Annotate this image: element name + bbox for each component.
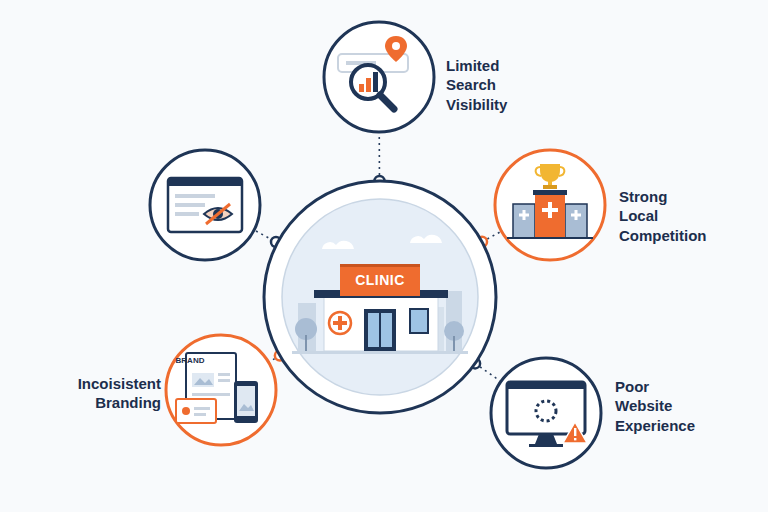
trophy-icon-part [565,204,587,238]
circle-outline [322,20,436,134]
clinic-icon-part [329,312,351,334]
brand-icon-part [194,413,206,416]
trophy-icon-part [543,185,557,189]
problem-circle: Poor Website Experience [489,356,603,470]
search-icon-part [366,78,371,92]
clinic-icon-part [381,313,392,347]
problem-label: Strong Local Competition [619,187,706,246]
trophy-icon-part [513,204,535,238]
trophy-icon-part [535,192,565,238]
web-icon [507,382,587,447]
eye-icon-circle-part [168,178,242,232]
brand-icon-part [192,393,230,396]
clinic-icon-part [340,264,420,267]
brand-icon-part [234,381,258,423]
sign-text: CLINIC [355,271,405,289]
eye-icon-circle-part [175,194,215,198]
problem-circle: Limited Search Visibility [322,20,436,134]
web-icon-part [535,434,557,444]
eye-icon-circle [150,150,260,260]
brand-icon-part [182,407,190,415]
circle-outline-part [495,150,605,260]
clinic-icon-part [324,297,438,351]
problem-label: Incoisistent Branding [29,374,161,413]
trophy-icon-part [507,237,593,239]
trophy-icon-part [540,164,560,182]
trophy-icon-part [536,167,565,176]
clinic-icon-part [333,316,347,330]
circle-outline-part [324,22,434,132]
clinic-icon-part [340,264,420,296]
web-icon-part [574,428,576,436]
clinic-icon-part [322,241,354,249]
web-icon-part [529,444,563,447]
problem-label: Limited Search Visibility [446,56,507,115]
web-icon-part [507,382,585,389]
search-icon [338,36,408,109]
problem-circle: Incoisistent Branding [164,333,278,447]
connector-line [378,133,380,181]
clinic-icon-part [410,309,428,333]
clinic-icon-part [292,351,468,354]
web-icon-part [574,438,576,440]
circle-outline [262,179,498,415]
brand-icon-part [218,379,230,382]
clinic-icon-part [282,199,478,395]
search-icon-part [380,95,394,109]
brand-icon-part [176,399,216,423]
trophy-icon-part [542,202,558,218]
problem-circle: Strong Local Competition [493,148,607,262]
brand-word: BRAND [176,356,205,365]
eye-icon-circle-part [150,150,260,260]
circle-outline [164,333,278,447]
clinic-icon-part [368,313,379,347]
eye-icon-circle-part [175,212,199,216]
trophy-icon-part [571,210,581,220]
circle-outline [493,148,607,262]
problem-label: Poor Website Experience [615,377,695,436]
brand-icon-part [194,407,210,410]
web-icon-part [563,422,587,443]
circle-outline-part [491,358,601,468]
eye-icon-circle-part [206,204,230,224]
search-icon-part [359,84,364,92]
clinic-icon-part [453,336,455,351]
trophy-icon [507,164,593,238]
clinic-icon-part [364,309,396,351]
circle-outline-part [166,335,276,445]
brand-icon-part [194,378,213,385]
clinic-icon-part [410,235,442,243]
brand-icon-part [239,404,254,411]
clinic-icon-part [264,181,496,413]
circle-outline [489,356,603,470]
brand-icon-part [192,373,214,387]
dotted-connector [374,133,384,186]
brand-icon [176,353,258,423]
search-icon-part [392,42,400,50]
eye-icon-circle-part [168,178,242,186]
clinic-icon [264,181,496,413]
brand-icon-part [237,386,255,416]
eye-icon-circle-part [175,203,205,207]
web-icon-part [536,401,556,421]
search-icon-part [373,72,378,92]
clinic-icon-part [305,335,307,351]
trophy-icon-part [533,190,567,195]
trophy-icon-part [519,210,529,220]
search-icon-part [385,36,407,62]
clinic-hub-circle: CLINIC [262,179,498,415]
brand-icon-part [218,373,230,376]
